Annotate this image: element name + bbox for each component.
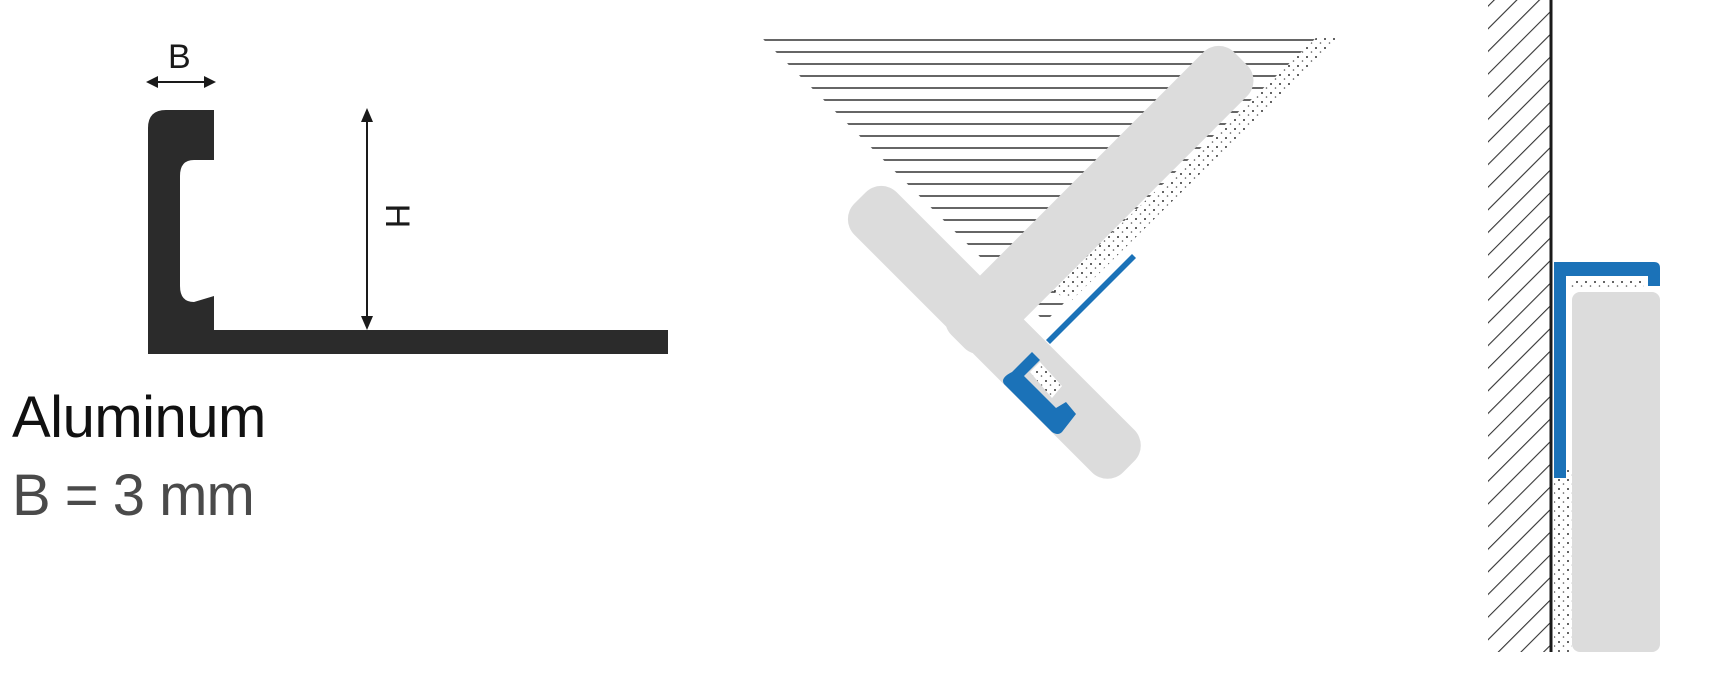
material-label: Aluminum [12,385,266,450]
tile-wall [1572,292,1660,652]
profile-shape [148,110,668,354]
blue-profile-wall [1554,262,1660,478]
adhesive-layer-corner [1052,36,1340,302]
dimension-b: B [146,38,216,88]
thickness-label: B = 3 mm [12,463,255,528]
dimension-h-label: H [378,204,416,229]
dimension-b-label: B [168,38,191,76]
adhesive-layer-wall [1554,470,1572,652]
dimension-h: H [361,108,416,330]
blue-profile-corner [1003,254,1136,434]
profile-cross-section: B H [146,38,668,354]
tile-right [945,45,1254,355]
outside-corner-installation [760,36,1340,479]
wall-hatched [1488,0,1550,652]
wall-edge-installation [1488,0,1660,652]
